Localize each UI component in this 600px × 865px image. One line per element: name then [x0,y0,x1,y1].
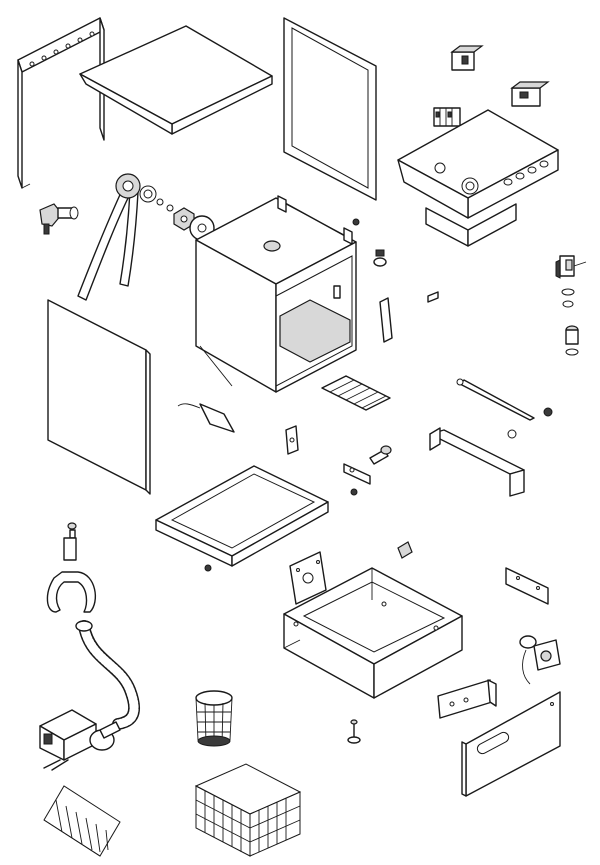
latch [343,463,371,496]
door-hinge-bracket [429,427,525,497]
bolt [369,445,392,465]
top-cover-panel [79,25,273,135]
electrical-components [433,45,550,127]
heating-element [177,403,235,433]
flexible-drain-hose [75,620,141,730]
left-side-panel [47,299,151,495]
wire-basket-large [194,763,302,857]
thermostat [519,635,561,685]
vat-grate [321,375,391,411]
pipe-fittings [139,185,215,241]
inner-vat [195,195,357,393]
faucet-valve [39,203,79,235]
mounting-plate [289,551,327,605]
small-bracket [285,425,299,455]
door-catch [397,541,549,605]
dish-rack [43,785,121,857]
back-frame [17,17,105,189]
wire-basket-small [195,690,233,747]
shelf-tray [155,465,329,572]
terminal-block-icon [433,107,461,127]
terminal-plate [437,679,497,719]
right-side-panel [283,17,377,201]
base-frame [283,567,463,699]
pipe-hook [456,378,553,421]
control-panel-bracket [397,109,559,247]
drain-cock [46,522,97,613]
relay-icon [510,81,550,107]
transformer-icon [450,45,484,71]
front-panel [461,691,561,797]
adjustable-foot [347,719,361,744]
drain-pump [39,709,121,771]
fasteners [352,218,439,343]
gas-valve [555,255,587,356]
drain-hose-pipe [77,173,141,301]
